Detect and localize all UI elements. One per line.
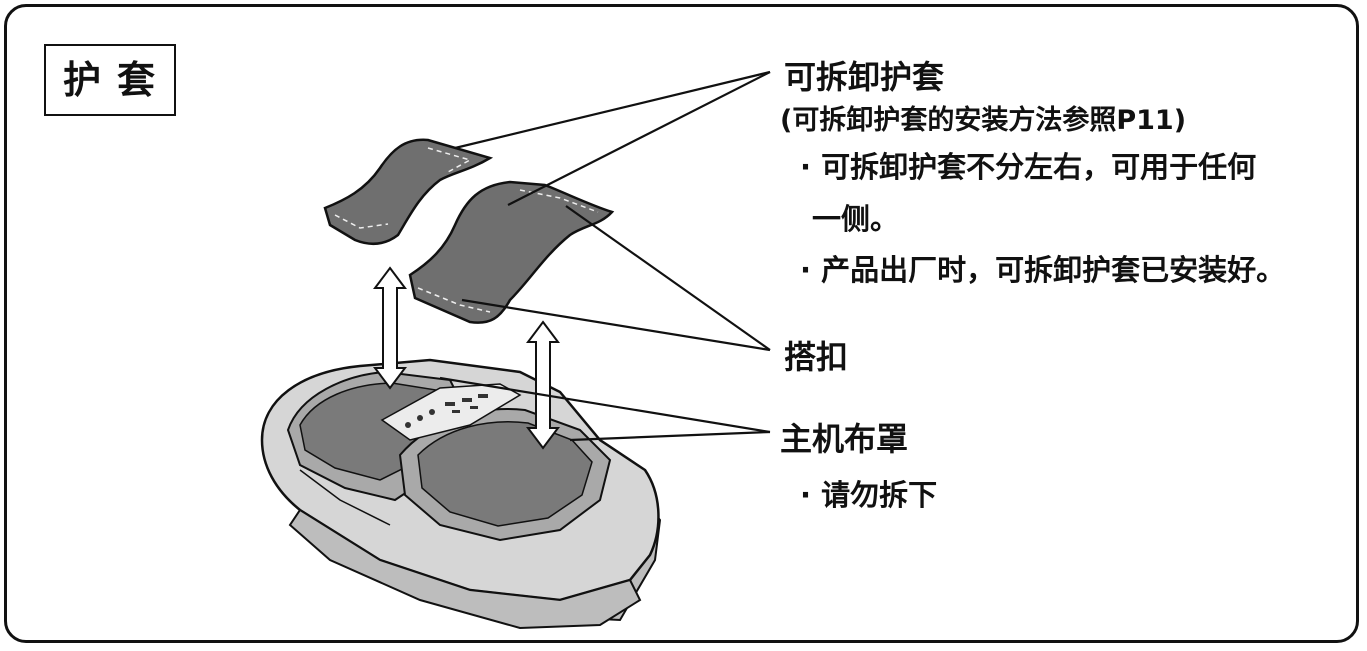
diagram-frame — [4, 4, 1359, 643]
double-arrow-left — [373, 266, 407, 390]
body-cover-label: 主机布罩 — [780, 420, 909, 458]
cover-bullet-1-line-2: 一侧。 — [812, 202, 900, 236]
removable-cover-note: (可拆卸护套的安装方法参照P11) — [780, 105, 1187, 136]
removable-cover-label: 可拆卸护套 — [784, 58, 945, 96]
cover-bullet-2: · 产品出厂时，可拆卸护套已安装好。 — [800, 253, 1286, 287]
cover-bullet-1-line-1: · 可拆卸护套不分左右，可用于任何 — [800, 150, 1257, 184]
section-title: 护套 — [44, 44, 176, 116]
foot-massager-machine — [260, 358, 662, 630]
clasp-label: 搭扣 — [784, 338, 849, 376]
removable-cover-left — [323, 138, 494, 245]
body-cover-bullet: · 请勿拆下 — [800, 478, 938, 512]
leader-lines — [439, 70, 771, 442]
double-arrow-right — [526, 320, 560, 450]
